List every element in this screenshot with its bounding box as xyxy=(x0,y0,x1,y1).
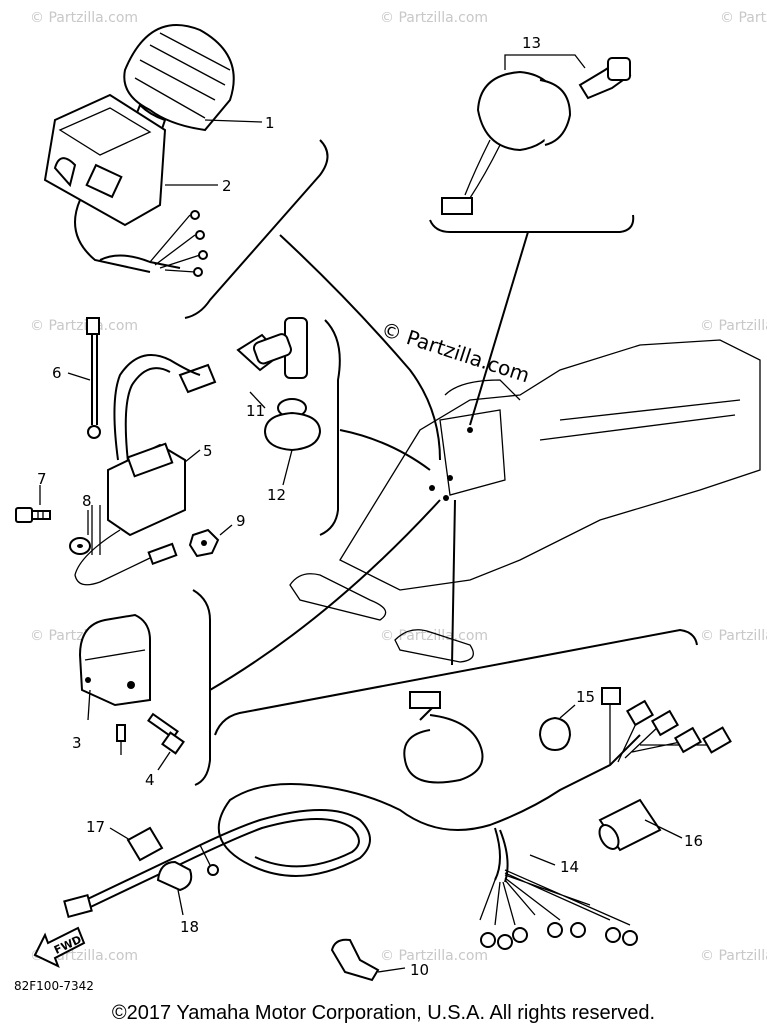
key-icon xyxy=(578,57,632,100)
callout-1: 1 xyxy=(265,114,275,132)
callout-2: 2 xyxy=(222,177,232,195)
watermark-tile: © Partzilla.com xyxy=(720,10,767,26)
bracket-harness xyxy=(214,628,698,736)
diagram-code: 82F100-7342 xyxy=(14,979,94,993)
part-16-cap xyxy=(598,798,683,852)
callout-7: 7 xyxy=(37,470,47,488)
leader-harness xyxy=(451,499,456,666)
callout-16: 16 xyxy=(684,832,703,850)
part-9-nut xyxy=(188,524,233,558)
part-3-cdi-unit xyxy=(78,613,151,755)
callout-6: 6 xyxy=(52,364,62,382)
part-6-ground-strap xyxy=(67,317,101,439)
part-2-switch-housing xyxy=(43,93,218,277)
part-12-cover xyxy=(263,398,322,486)
callout-10: 10 xyxy=(410,961,429,979)
watermark-center: © Partzilla.com xyxy=(378,317,532,388)
part-18-clamp xyxy=(156,860,193,916)
part-8-washer xyxy=(69,510,91,555)
part-10-clamp xyxy=(330,938,406,982)
watermark-tile: © Partzilla.com xyxy=(380,948,488,964)
part-4-bolt xyxy=(147,712,185,771)
part-17-cap xyxy=(109,826,164,862)
callout-18: 18 xyxy=(180,918,199,936)
callout-13: 13 xyxy=(522,34,541,52)
callout-4: 4 xyxy=(145,771,155,789)
callout-5: 5 xyxy=(203,442,213,460)
snowmobile-outline xyxy=(289,339,761,663)
copyright-notice: ©2017 Yamaha Motor Corporation, U.S.A. A… xyxy=(111,1002,656,1024)
bracket-right-coil xyxy=(319,319,341,536)
callout-17: 17 xyxy=(86,818,105,836)
part-11-plug-cap xyxy=(178,317,308,409)
callout-8: 8 xyxy=(82,492,92,510)
callout-labels: 1 2 3 4 5 6 7 8 9 10 11 12 13 14 15 16 1… xyxy=(37,34,703,979)
leader-cdi xyxy=(209,499,441,691)
part-5-ignition-coil xyxy=(74,354,201,586)
watermark-tile: © Partzilla.com xyxy=(700,948,767,964)
callout-14: 14 xyxy=(560,858,579,876)
part-13-main-switch xyxy=(429,54,635,426)
watermark-tile: © Partzilla.com xyxy=(30,10,138,26)
part-15-grommet xyxy=(538,704,576,752)
callout-11: 11 xyxy=(246,402,265,420)
part-7-bolt xyxy=(15,485,51,523)
callout-12: 12 xyxy=(267,486,286,504)
watermark-tile: © Partzilla.com xyxy=(380,10,488,26)
leader-line xyxy=(279,234,441,461)
watermark-tile: © Partzilla.com xyxy=(700,318,767,334)
bracket-top-left xyxy=(184,139,329,319)
callout-15: 15 xyxy=(576,688,595,706)
watermark-tile: © Partzilla.com xyxy=(30,318,138,334)
watermark-tile: © Partzilla.com xyxy=(700,628,767,644)
callout-3: 3 xyxy=(72,734,82,752)
leader-coil xyxy=(339,429,431,471)
callout-9: 9 xyxy=(236,512,246,530)
bracket-cdi xyxy=(192,589,211,786)
part-14-wire-harness xyxy=(63,687,732,950)
